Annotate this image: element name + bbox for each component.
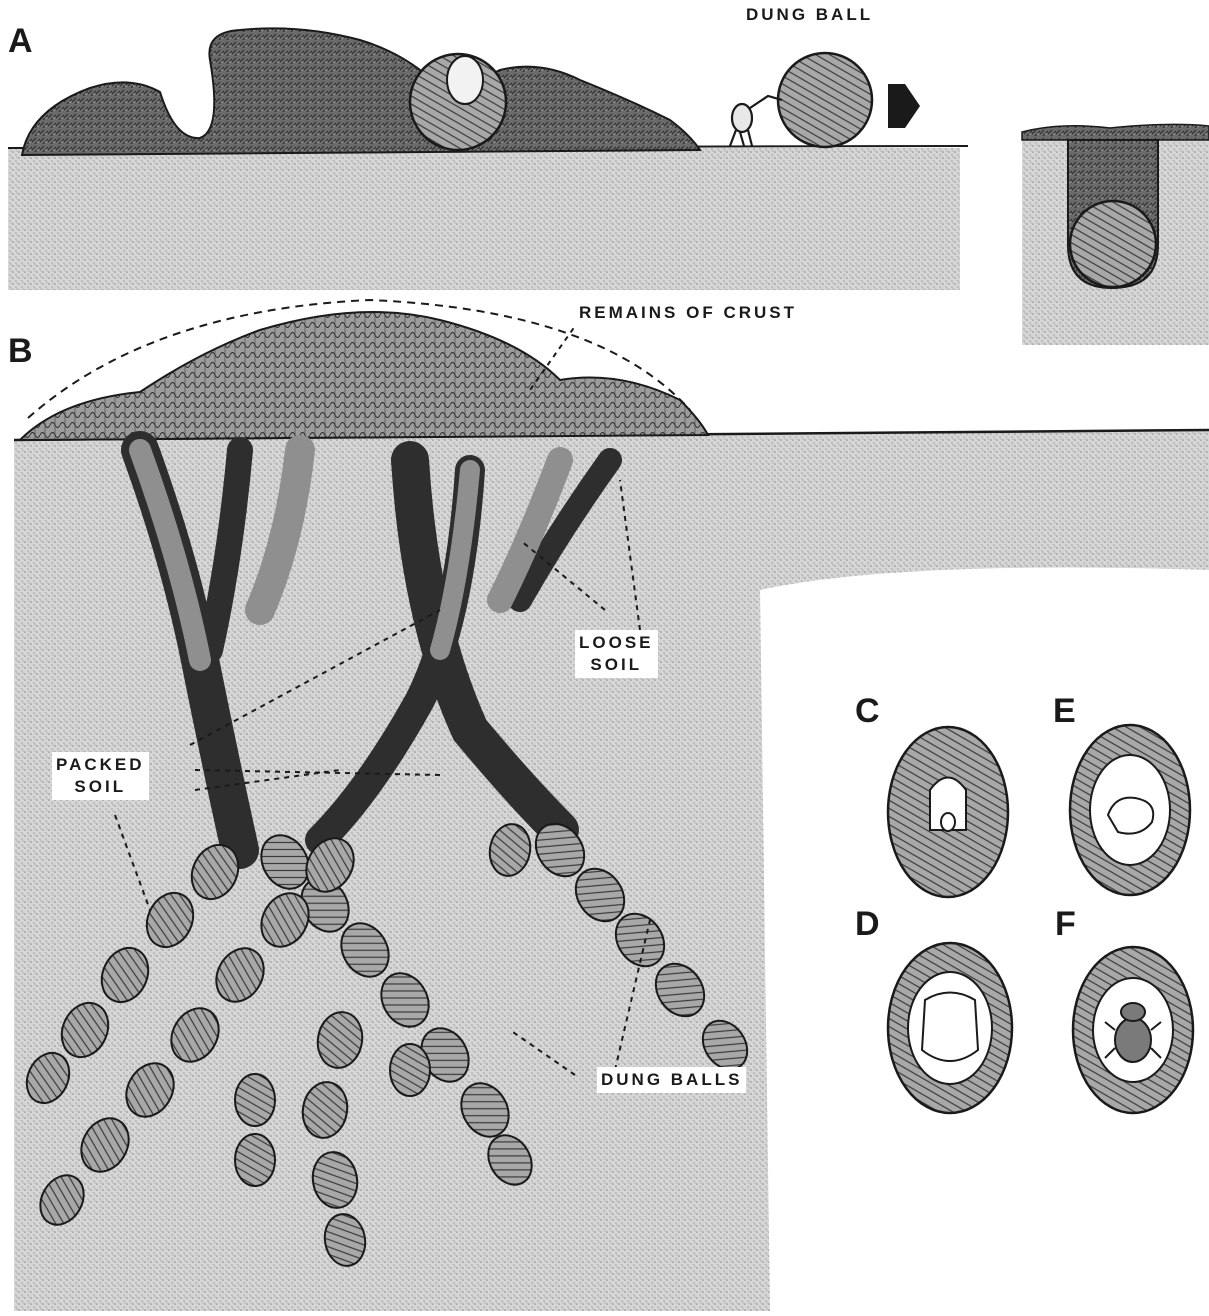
panel-label-c: C — [855, 692, 880, 731]
panel-e-ball — [1070, 725, 1190, 895]
packed-soil-label-line2: SOIL — [56, 776, 145, 798]
egg-icon — [941, 813, 955, 831]
brood-ball — [235, 1134, 275, 1186]
packed-soil-label: PACKED SOIL — [52, 752, 149, 800]
panel-b — [14, 300, 1209, 1311]
panel-a-soil — [8, 148, 960, 290]
inset-buried-ball — [1070, 201, 1156, 287]
panel-d-ball — [888, 943, 1012, 1113]
panel-label-b: B — [8, 332, 33, 371]
pupa-icon — [922, 993, 978, 1062]
panel-label-d: D — [855, 905, 880, 944]
remains-of-crust-label: REMAINS OF CRUST — [575, 300, 801, 326]
rolling-beetle-icon — [730, 96, 782, 146]
panel-label-e: E — [1053, 692, 1076, 731]
inset-crust — [1022, 124, 1209, 140]
remaining-crust-mound — [20, 312, 708, 440]
panel-label-f: F — [1055, 905, 1076, 944]
dung-balls-label: DUNG BALLS — [597, 1067, 746, 1093]
roll-direction-arrow-icon — [888, 84, 920, 128]
panel-c-ball — [888, 727, 1008, 897]
dung-pat — [22, 28, 700, 155]
panel-a — [8, 28, 968, 290]
loose-soil-label: LOOSE SOIL — [575, 630, 658, 678]
brood-ball — [390, 1044, 430, 1096]
dung-ball-rolled — [778, 53, 872, 147]
brood-ball — [235, 1074, 275, 1126]
loose-soil-label-line2: SOIL — [579, 654, 654, 676]
packed-soil-label-line1: PACKED — [56, 754, 145, 776]
larva-icon — [1108, 798, 1153, 834]
dung-ball-label: DUNG BALL — [742, 2, 877, 28]
panel-label-a: A — [8, 22, 33, 61]
beetle-in-ball-icon — [447, 56, 483, 104]
panel-f-ball — [1073, 947, 1193, 1113]
burial-inset — [1022, 124, 1209, 345]
loose-soil-label-line1: LOOSE — [579, 632, 654, 654]
